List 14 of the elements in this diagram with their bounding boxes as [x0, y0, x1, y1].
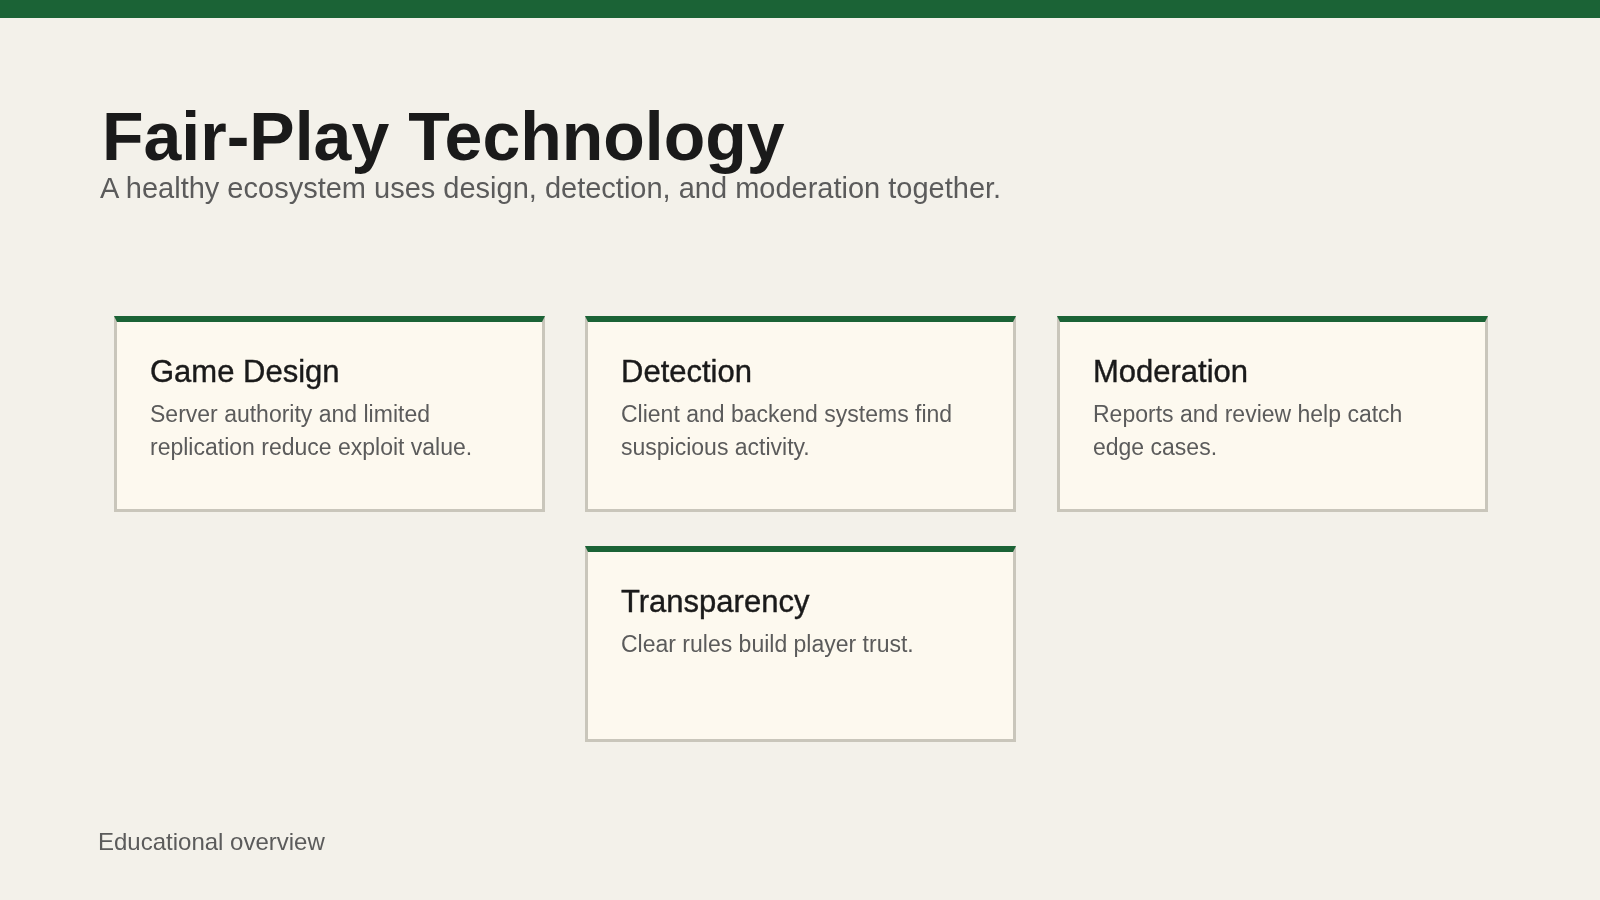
card-heading: Moderation [1093, 353, 1250, 391]
card-heading: Game Design [150, 353, 341, 391]
card-description: Client and backend systems find suspicious activity. [621, 400, 954, 462]
card-heading: Detection [621, 353, 753, 391]
page-title: Fair-Play Technology [102, 97, 785, 176]
info-card [585, 316, 1016, 512]
card-description: Server authority and limited replication reduce exploit value. [150, 400, 474, 462]
info-card [585, 546, 1016, 742]
card-description: Reports and review help catch edge cases. [1093, 400, 1404, 462]
info-card [114, 316, 545, 512]
footer-note: Educational overview [98, 827, 325, 857]
card-description: Clear rules build player trust. [621, 630, 915, 659]
card-heading: Transparency [621, 583, 811, 621]
info-card [1057, 316, 1488, 512]
